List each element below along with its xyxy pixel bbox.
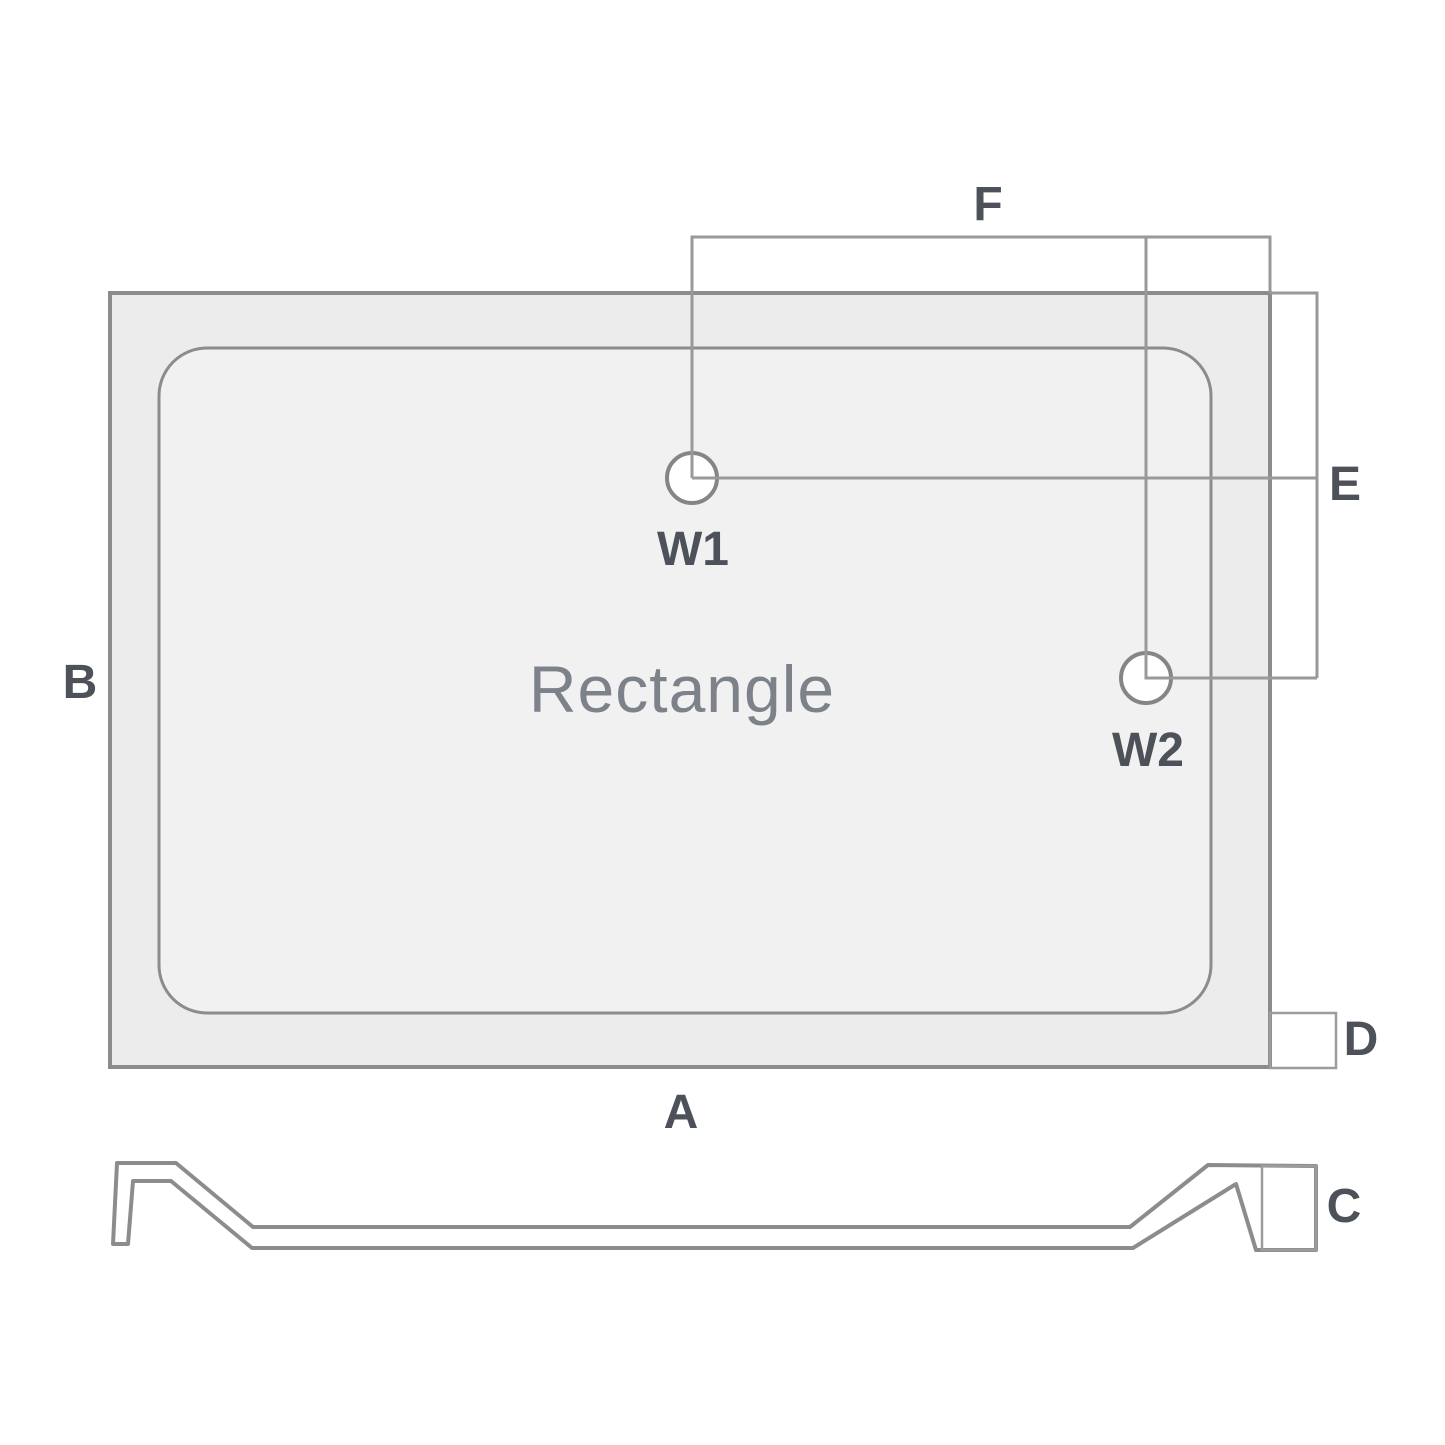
label-waste1: W1: [657, 523, 729, 576]
dim-e-bracket: [1270, 291, 1319, 678]
corner-detail-box-d: [1268, 1011, 1338, 1070]
dimension-labels: F B E D A C W1 W2: [63, 178, 1379, 1233]
tray-shape-title: Rectangle: [529, 652, 835, 726]
waste2-drop-line: [1144, 237, 1317, 680]
label-f: F: [973, 178, 1002, 231]
cross-section-profile: [111, 1161, 1318, 1252]
dim-f-line: [690, 235, 1272, 478]
label-b: B: [63, 656, 98, 709]
label-e: E: [1329, 458, 1361, 511]
height-box-c: [1260, 1164, 1318, 1252]
label-c: C: [1327, 1180, 1362, 1233]
label-d: D: [1344, 1013, 1379, 1066]
label-a: A: [664, 1086, 699, 1139]
label-waste2: W2: [1112, 724, 1184, 777]
tray-floor: [157, 346, 1213, 1015]
